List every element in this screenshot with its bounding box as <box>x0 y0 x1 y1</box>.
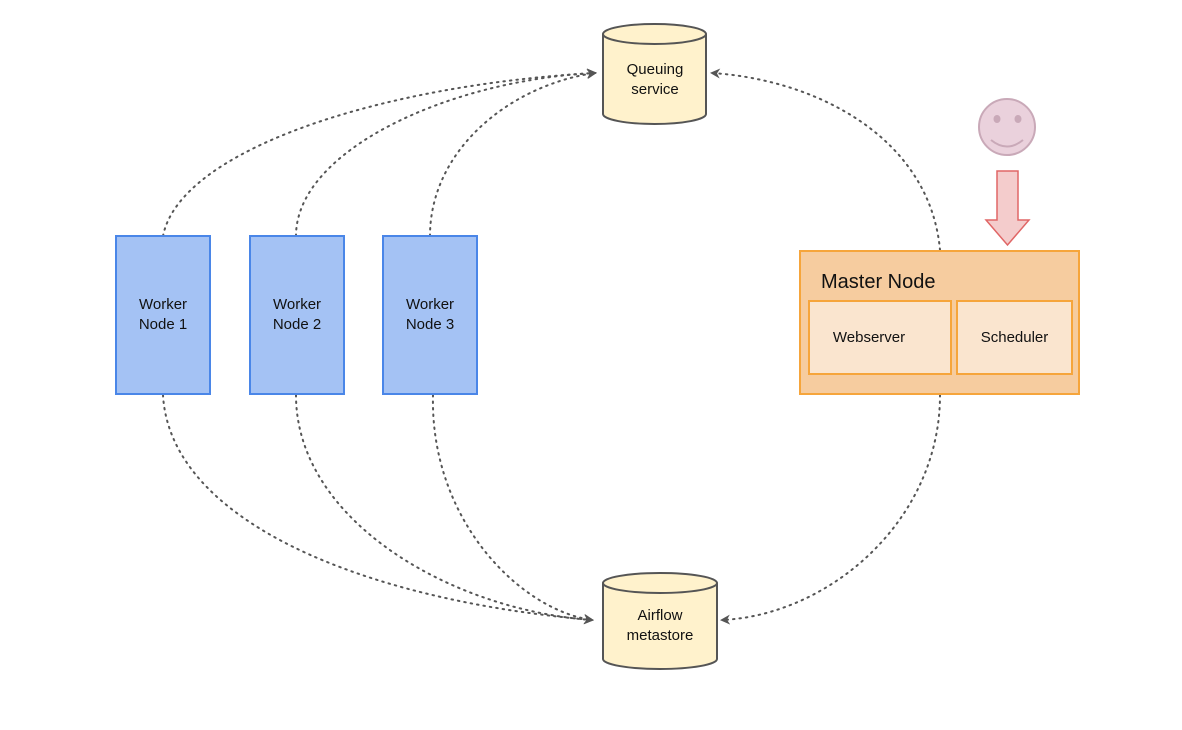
worker-node-3-box <box>382 235 478 395</box>
connector-master-queue <box>710 68 941 251</box>
connector-worker1-metastore <box>162 394 594 625</box>
master-node-title: Master Node <box>821 271 936 293</box>
scheduler-label: Scheduler <box>980 328 1049 346</box>
webserver-box <box>808 300 952 375</box>
worker-node-2-box <box>249 235 345 395</box>
queuing-service-db <box>602 23 707 125</box>
webserver-label: Webserver <box>832 328 906 346</box>
connector-worker3-queue <box>429 69 597 237</box>
worker-node-1-box <box>115 235 211 395</box>
smiley-user-icon <box>978 98 1036 156</box>
scheduler-box <box>956 300 1073 375</box>
connector-worker2-metastore <box>295 394 594 625</box>
connector-worker2-queue <box>295 68 597 237</box>
connector-master-metastore <box>720 394 941 625</box>
user-down-arrow-icon <box>984 170 1031 247</box>
connector-worker1-queue <box>162 68 597 237</box>
connector-worker3-metastore <box>431 394 594 624</box>
airflow-metastore-db <box>602 572 718 670</box>
